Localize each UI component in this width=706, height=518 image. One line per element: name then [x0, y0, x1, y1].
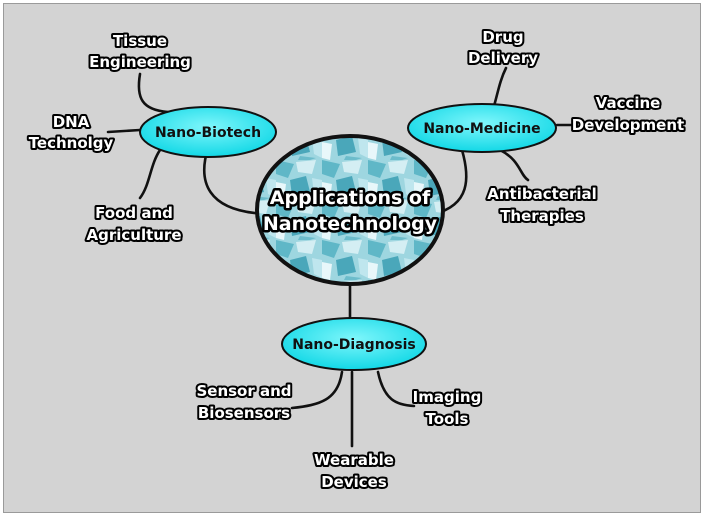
center-ellipse: [255, 134, 445, 286]
leaf-imaging-tools-line2: Tools: [426, 410, 469, 428]
center-title-line2: Nanotechnology: [263, 213, 438, 235]
hub-nano-biotech: Nano-Biotech: [139, 106, 277, 158]
leaf-dna-technology-line1: DNA: [53, 113, 90, 131]
leaf-wearable-devices-line1: Wearable: [314, 451, 394, 469]
leaf-drug-delivery-line1: Drug: [482, 28, 523, 46]
leaf-wearable-devices-line2: Devices: [321, 473, 387, 491]
hub-nano-diagnosis-ellipse: [281, 317, 427, 371]
hub-nano-diagnosis-label: Nano-Diagnosis: [292, 337, 416, 353]
leaf-drug-delivery-line2: Delivery: [468, 49, 538, 67]
connector-center-biotech: [202, 146, 270, 216]
connector-medicine-antibacterial: [498, 148, 530, 182]
leaf-wearable-devices: Wearable Devices: [312, 449, 396, 493]
leaf-imaging-tools-line1: Imaging: [413, 388, 482, 406]
connector-diagnosis-imaging: [376, 370, 416, 408]
leaf-dna-technology: DNA Technolgy: [27, 111, 116, 154]
connector-medicine-drug: [492, 66, 508, 108]
leaf-tissue-engineering-line1: Tissue: [113, 32, 167, 50]
leaf-drug-delivery: Drug Delivery: [466, 26, 540, 69]
leaf-tissue-engineering: Tissue Engineering: [87, 30, 193, 73]
leaf-sensor-biosensors-line1: Sensor and: [196, 382, 291, 400]
hub-nano-biotech-ellipse: [139, 106, 277, 158]
leaf-dna-technology-line2: Technolgy: [29, 134, 114, 152]
connector-biotech-dna: [106, 128, 142, 134]
leaf-food-agriculture-line1: Food and: [95, 204, 173, 222]
leaf-vaccine-development-line1: Vaccine: [596, 94, 661, 112]
connector-biotech-tissue: [137, 72, 170, 114]
leaf-antibacterial-therapies-line1: Antibacterial: [487, 185, 597, 203]
hub-nano-medicine-label: Nano-Medicine: [423, 121, 540, 137]
center-title-line1: Applications of: [270, 187, 431, 209]
leaf-vaccine-development-line2: Development: [572, 116, 684, 134]
leaf-antibacterial-therapies-line2: Therapies: [500, 207, 584, 225]
hub-nano-medicine: Nano-Medicine: [407, 103, 557, 153]
leaf-sensor-biosensors-line2: Biosensors: [198, 404, 290, 422]
leaf-tissue-engineering-line2: Engineering: [89, 53, 191, 71]
leaf-imaging-tools: Imaging Tools: [411, 386, 484, 430]
hub-nano-medicine-ellipse: [407, 103, 557, 153]
connector-diagnosis-sensor: [290, 370, 344, 410]
hub-nano-biotech-label: Nano-Biotech: [155, 125, 261, 141]
leaf-vaccine-development: Vaccine Development: [570, 92, 686, 136]
leaf-sensor-biosensors: Sensor and Biosensors: [194, 380, 293, 424]
center-node: Applications of Nanotechnology: [255, 134, 445, 286]
connector-biotech-food: [138, 148, 162, 200]
leaf-antibacterial-therapies: Antibacterial Therapies: [485, 183, 599, 227]
leaf-food-agriculture: Food and Agriculture: [84, 202, 183, 246]
leaf-food-agriculture-line2: Agriculture: [86, 226, 181, 244]
hub-nano-diagnosis: Nano-Diagnosis: [281, 317, 427, 371]
